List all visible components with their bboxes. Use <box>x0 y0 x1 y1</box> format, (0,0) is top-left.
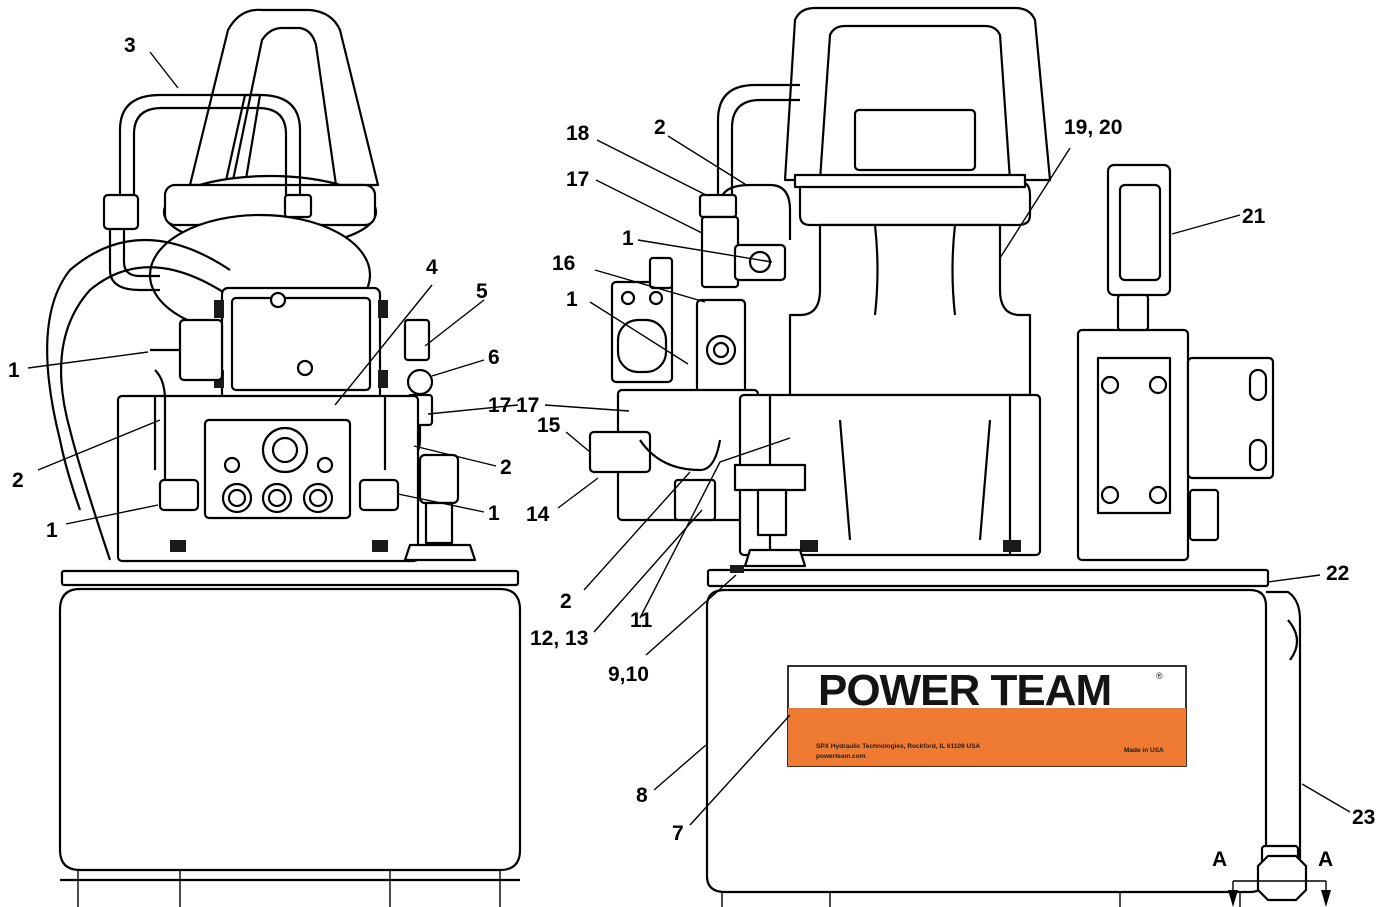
callout-2: 2 <box>12 469 24 492</box>
callout-1: 1 <box>566 288 578 311</box>
callout-7: 7 <box>672 822 684 845</box>
section-mark-a-right: A <box>1318 848 1333 871</box>
callout-2: 2 <box>560 590 572 613</box>
callout-16: 16 <box>552 252 575 275</box>
right-motor-cap <box>798 180 1032 227</box>
callout-6: 6 <box>488 346 500 369</box>
callout-23: 23 <box>1352 806 1375 829</box>
callout-18: 18 <box>566 122 590 145</box>
callout-17: 17 <box>488 394 511 417</box>
brand-logo: POWER TEAM <box>818 666 1111 715</box>
callout-21: 21 <box>1242 205 1266 228</box>
callout-12-13: 12, 13 <box>530 627 588 650</box>
callout-19-20: 19, 20 <box>1064 116 1122 139</box>
left-carry-handle <box>188 8 380 187</box>
right-top-plate <box>706 568 1270 588</box>
callout-2: 2 <box>500 456 512 479</box>
callout-1: 1 <box>488 502 500 525</box>
right-carry-handle <box>783 6 1052 182</box>
left-reservoir <box>58 587 522 872</box>
company-line: SPX Hydraulic Technologies, Rockford, IL… <box>816 743 980 750</box>
right-pump-view: POWER TEAM ® SPX Hydraulic Technologies,… <box>588 6 1331 907</box>
callout-22: 22 <box>1326 562 1349 585</box>
section-mark-a-left: A <box>1212 848 1227 871</box>
leader-lines <box>27 51 1351 826</box>
left-top-plate <box>60 569 520 587</box>
registered-mark: ® <box>1156 671 1163 681</box>
callout-1: 1 <box>8 359 20 382</box>
callout-14: 14 <box>526 503 550 526</box>
callout-15: 15 <box>537 414 561 437</box>
callout-9-10: 9,10 <box>608 663 649 686</box>
callout-4: 4 <box>426 256 438 279</box>
callout-17: 17 <box>566 168 589 191</box>
callout-11: 11 <box>630 609 653 632</box>
made-in-line: Made in USA <box>1124 747 1164 754</box>
callout-17: 17 <box>516 394 539 417</box>
callout-1: 1 <box>46 519 58 542</box>
callout-2: 2 <box>654 116 666 139</box>
callout-8: 8 <box>636 784 648 807</box>
callout-labels: 3 1 2 1 4 5 6 17 2 1 18 2 17 1 16 1 17 1… <box>8 34 1375 871</box>
left-pump-view <box>46 8 522 907</box>
right-motor-body <box>788 223 1032 397</box>
callout-5: 5 <box>476 280 488 303</box>
callout-1: 1 <box>622 227 634 250</box>
power-team-decal: POWER TEAM ® SPX Hydraulic Technologies,… <box>787 665 1187 767</box>
website-line: powerteam.com <box>816 753 866 760</box>
callout-3: 3 <box>124 34 136 57</box>
